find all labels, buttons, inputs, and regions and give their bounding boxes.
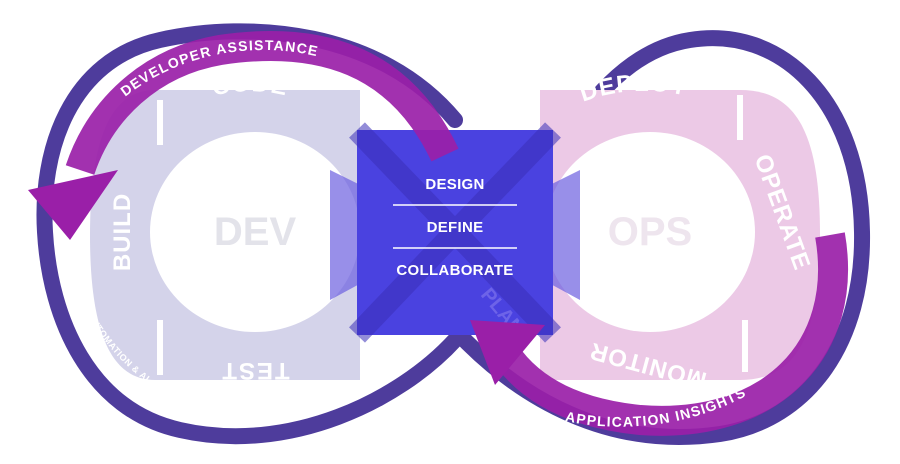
developer-assistance-arrowhead [28, 170, 118, 240]
stage-test: TEST [220, 357, 289, 384]
center-item-define: DEFINE [427, 219, 484, 236]
dev-loop-hole [150, 132, 360, 332]
center-box-x [349, 122, 561, 343]
developer-assistance-arrow [65, 30, 459, 176]
stage-build: BUILD [109, 193, 136, 271]
center-item-design: DESIGN [425, 176, 484, 193]
application-insights-arrowhead [470, 320, 545, 385]
center-item-collaborate: COLLABORATE [396, 262, 513, 279]
ops-loop-hole [545, 132, 755, 332]
ops-title: OPS [608, 210, 692, 254]
stage-code: CODE [210, 70, 291, 101]
dev-title: DEV [214, 210, 297, 254]
application-insights-arrow [486, 232, 849, 436]
